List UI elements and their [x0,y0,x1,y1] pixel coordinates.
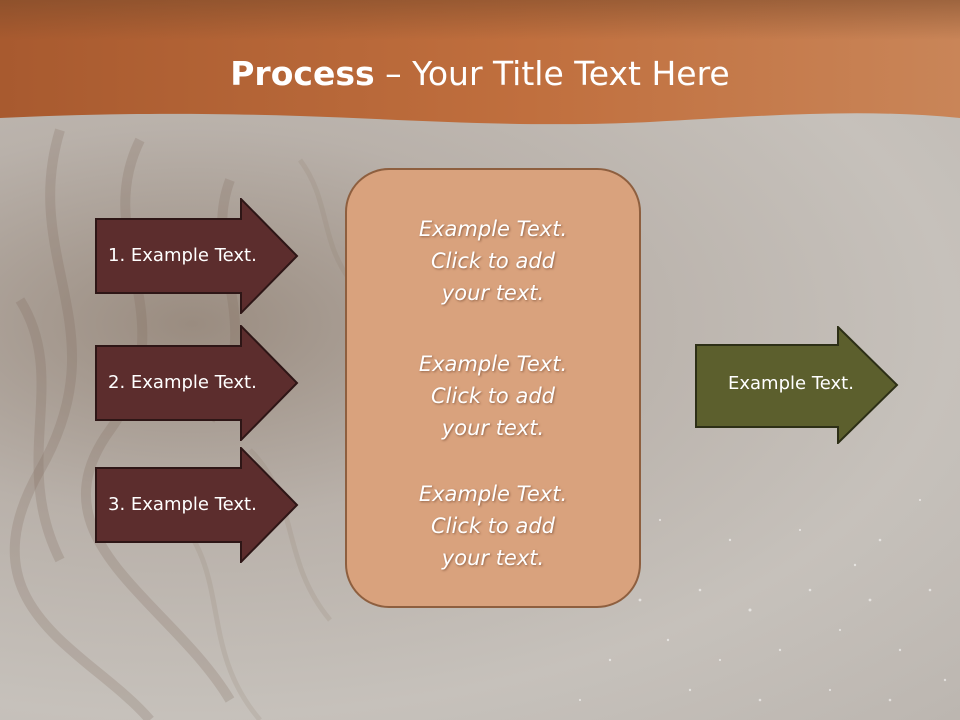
center-block-1-line-3: your text. [441,281,545,305]
left-arrow-3[interactable]: 3. Example Text. [95,447,299,563]
right-arrow[interactable]: Example Text. [695,326,899,444]
center-block-1-line-2: Click to add [430,249,555,273]
center-block-3-line-2: Click to add [430,514,555,538]
left-arrow-3-label: 3. Example Text. [108,494,257,515]
center-block-3-line-3: your text. [441,546,545,570]
left-arrow-2-shape [95,325,299,441]
slide-title[interactable]: Process – Your Title Text Here [0,52,960,96]
right-arrow-shape [695,326,899,444]
slide-title-rest: – Your Title Text Here [374,54,730,93]
left-arrow-1[interactable]: 1. Example Text. [95,198,299,314]
center-text-block-3[interactable]: Example Text. Click to add your text. [345,478,641,574]
center-text-block-2[interactable]: Example Text. Click to add your text. [345,348,641,444]
center-block-2-line-2: Click to add [430,384,555,408]
center-block-2-line-3: your text. [441,416,545,440]
left-arrow-1-label: 1. Example Text. [108,245,257,266]
center-block-1-line-1: Example Text. [418,217,568,241]
center-block-3-line-1: Example Text. [418,482,568,506]
center-block-2-line-1: Example Text. [418,352,568,376]
slide-title-bold: Process [230,54,375,93]
left-arrow-2-label: 2. Example Text. [108,372,257,393]
left-arrow-3-shape [95,447,299,563]
center-text-block-1[interactable]: Example Text. Click to add your text. [345,213,641,309]
left-arrow-2[interactable]: 2. Example Text. [95,325,299,441]
left-arrow-1-shape [95,198,299,314]
center-text-box[interactable] [345,168,641,608]
right-arrow-label: Example Text. [728,373,854,394]
